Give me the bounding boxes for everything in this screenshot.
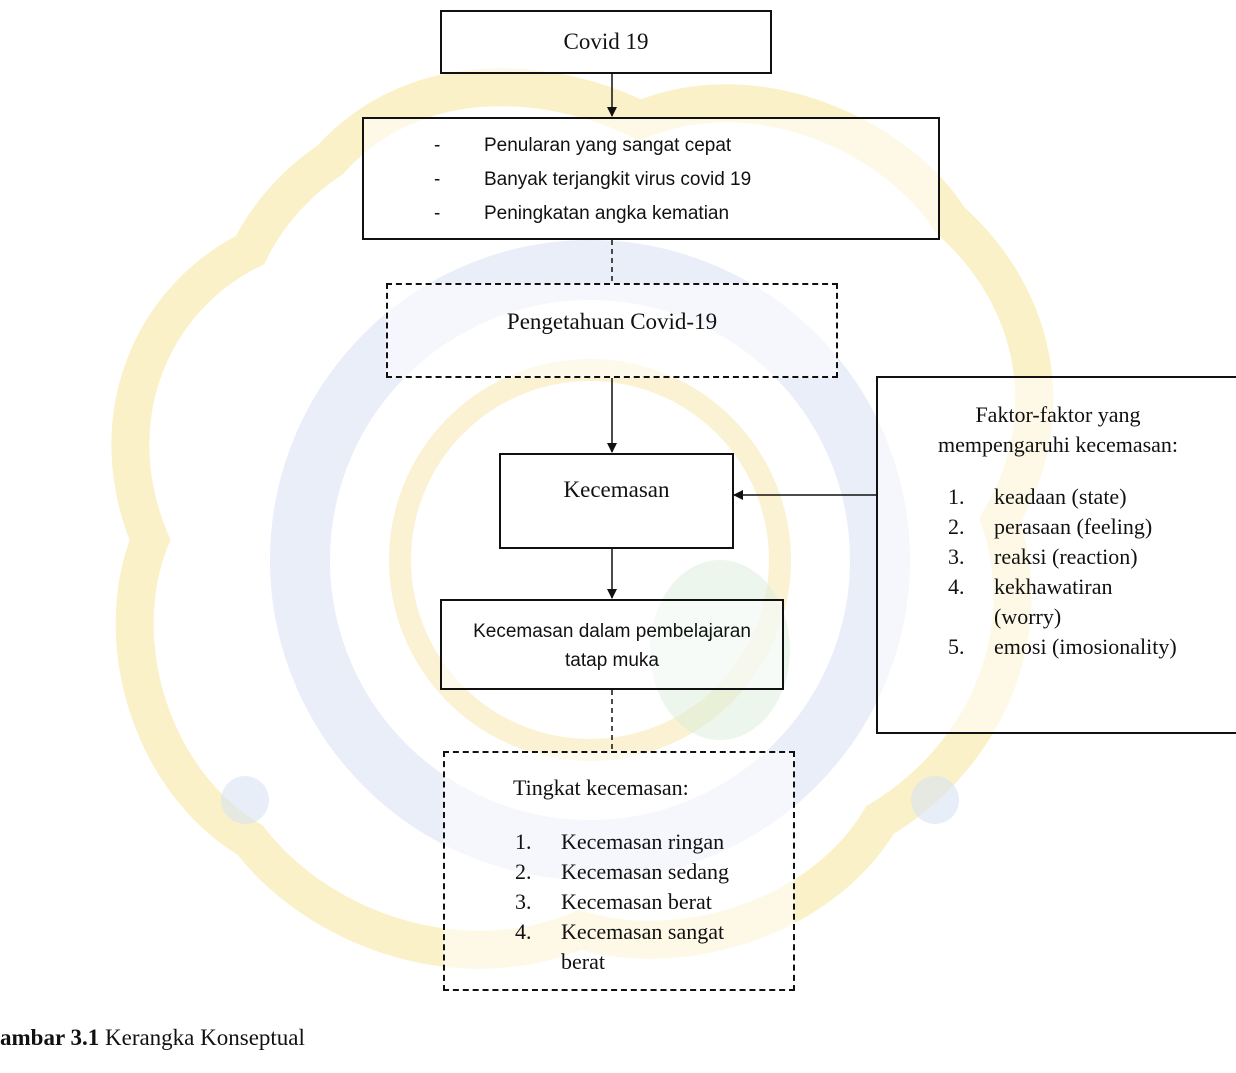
learning-box-line: tatap muka	[565, 650, 659, 671]
figure-caption-text: Kerangka Konseptual	[99, 1025, 305, 1050]
levels-list: 1.Kecemasan ringan 2.Kecemasan sedang 3.…	[445, 827, 793, 977]
learning-box: Kecemasan dalam pembelajaran tatap muka	[440, 599, 784, 690]
factors-item: 5.emosi (imosionality)	[948, 634, 1177, 659]
factors-item: 1.keadaan (state)	[948, 484, 1127, 509]
anxiety-box: Kecemasan	[499, 453, 734, 549]
knowledge-box: Pengetahuan Covid-19	[386, 283, 838, 378]
causes-box: -Penularan yang sangat cepat -Banyak ter…	[362, 117, 940, 240]
causes-list: -Penularan yang sangat cepat -Banyak ter…	[434, 129, 938, 231]
knowledge-box-label: Pengetahuan Covid-19	[506, 308, 718, 334]
levels-item: 1.Kecemasan ringan	[515, 829, 725, 854]
factors-item-continuation: (worry)	[994, 604, 1062, 629]
factors-heading: Faktor-faktor yang mempengaruhi kecemasa…	[937, 402, 1179, 457]
levels-item: 4.Kecemasan sangat	[515, 919, 725, 944]
factors-list: 1.keadaan (state) 2.perasaan (feeling) 3…	[878, 482, 1236, 662]
causes-item: -Penularan yang sangat cepat	[434, 135, 732, 156]
factors-item: 4.kekhawatiran	[948, 574, 1113, 599]
covid-box-label: Covid 19	[563, 29, 649, 54]
levels-item: 2.Kecemasan sedang	[515, 859, 729, 884]
levels-item: 3.Kecemasan berat	[515, 889, 712, 914]
learning-box-line: Kecemasan dalam pembelajaran	[473, 621, 751, 642]
causes-item: -Peningkatan angka kematian	[434, 203, 730, 224]
figure-caption: ambar 3.1 Kerangka Konseptual	[0, 1025, 305, 1051]
anxiety-box-label: Kecemasan	[563, 477, 670, 502]
factors-box: Faktor-faktor yang mempengaruhi kecemasa…	[876, 376, 1236, 734]
levels-heading: Tingkat kecemasan:	[513, 775, 689, 800]
figure-caption-number: ambar 3.1	[0, 1025, 100, 1050]
levels-item-continuation: berat	[561, 949, 605, 974]
levels-box: Tingkat kecemasan: 1.Kecemasan ringan 2.…	[443, 751, 795, 991]
factors-item: 2.perasaan (feeling)	[948, 514, 1153, 539]
covid-box: Covid 19	[440, 10, 772, 74]
factors-item: 3.reaksi (reaction)	[948, 544, 1138, 569]
causes-item: -Banyak terjangkit virus covid 19	[434, 169, 752, 190]
